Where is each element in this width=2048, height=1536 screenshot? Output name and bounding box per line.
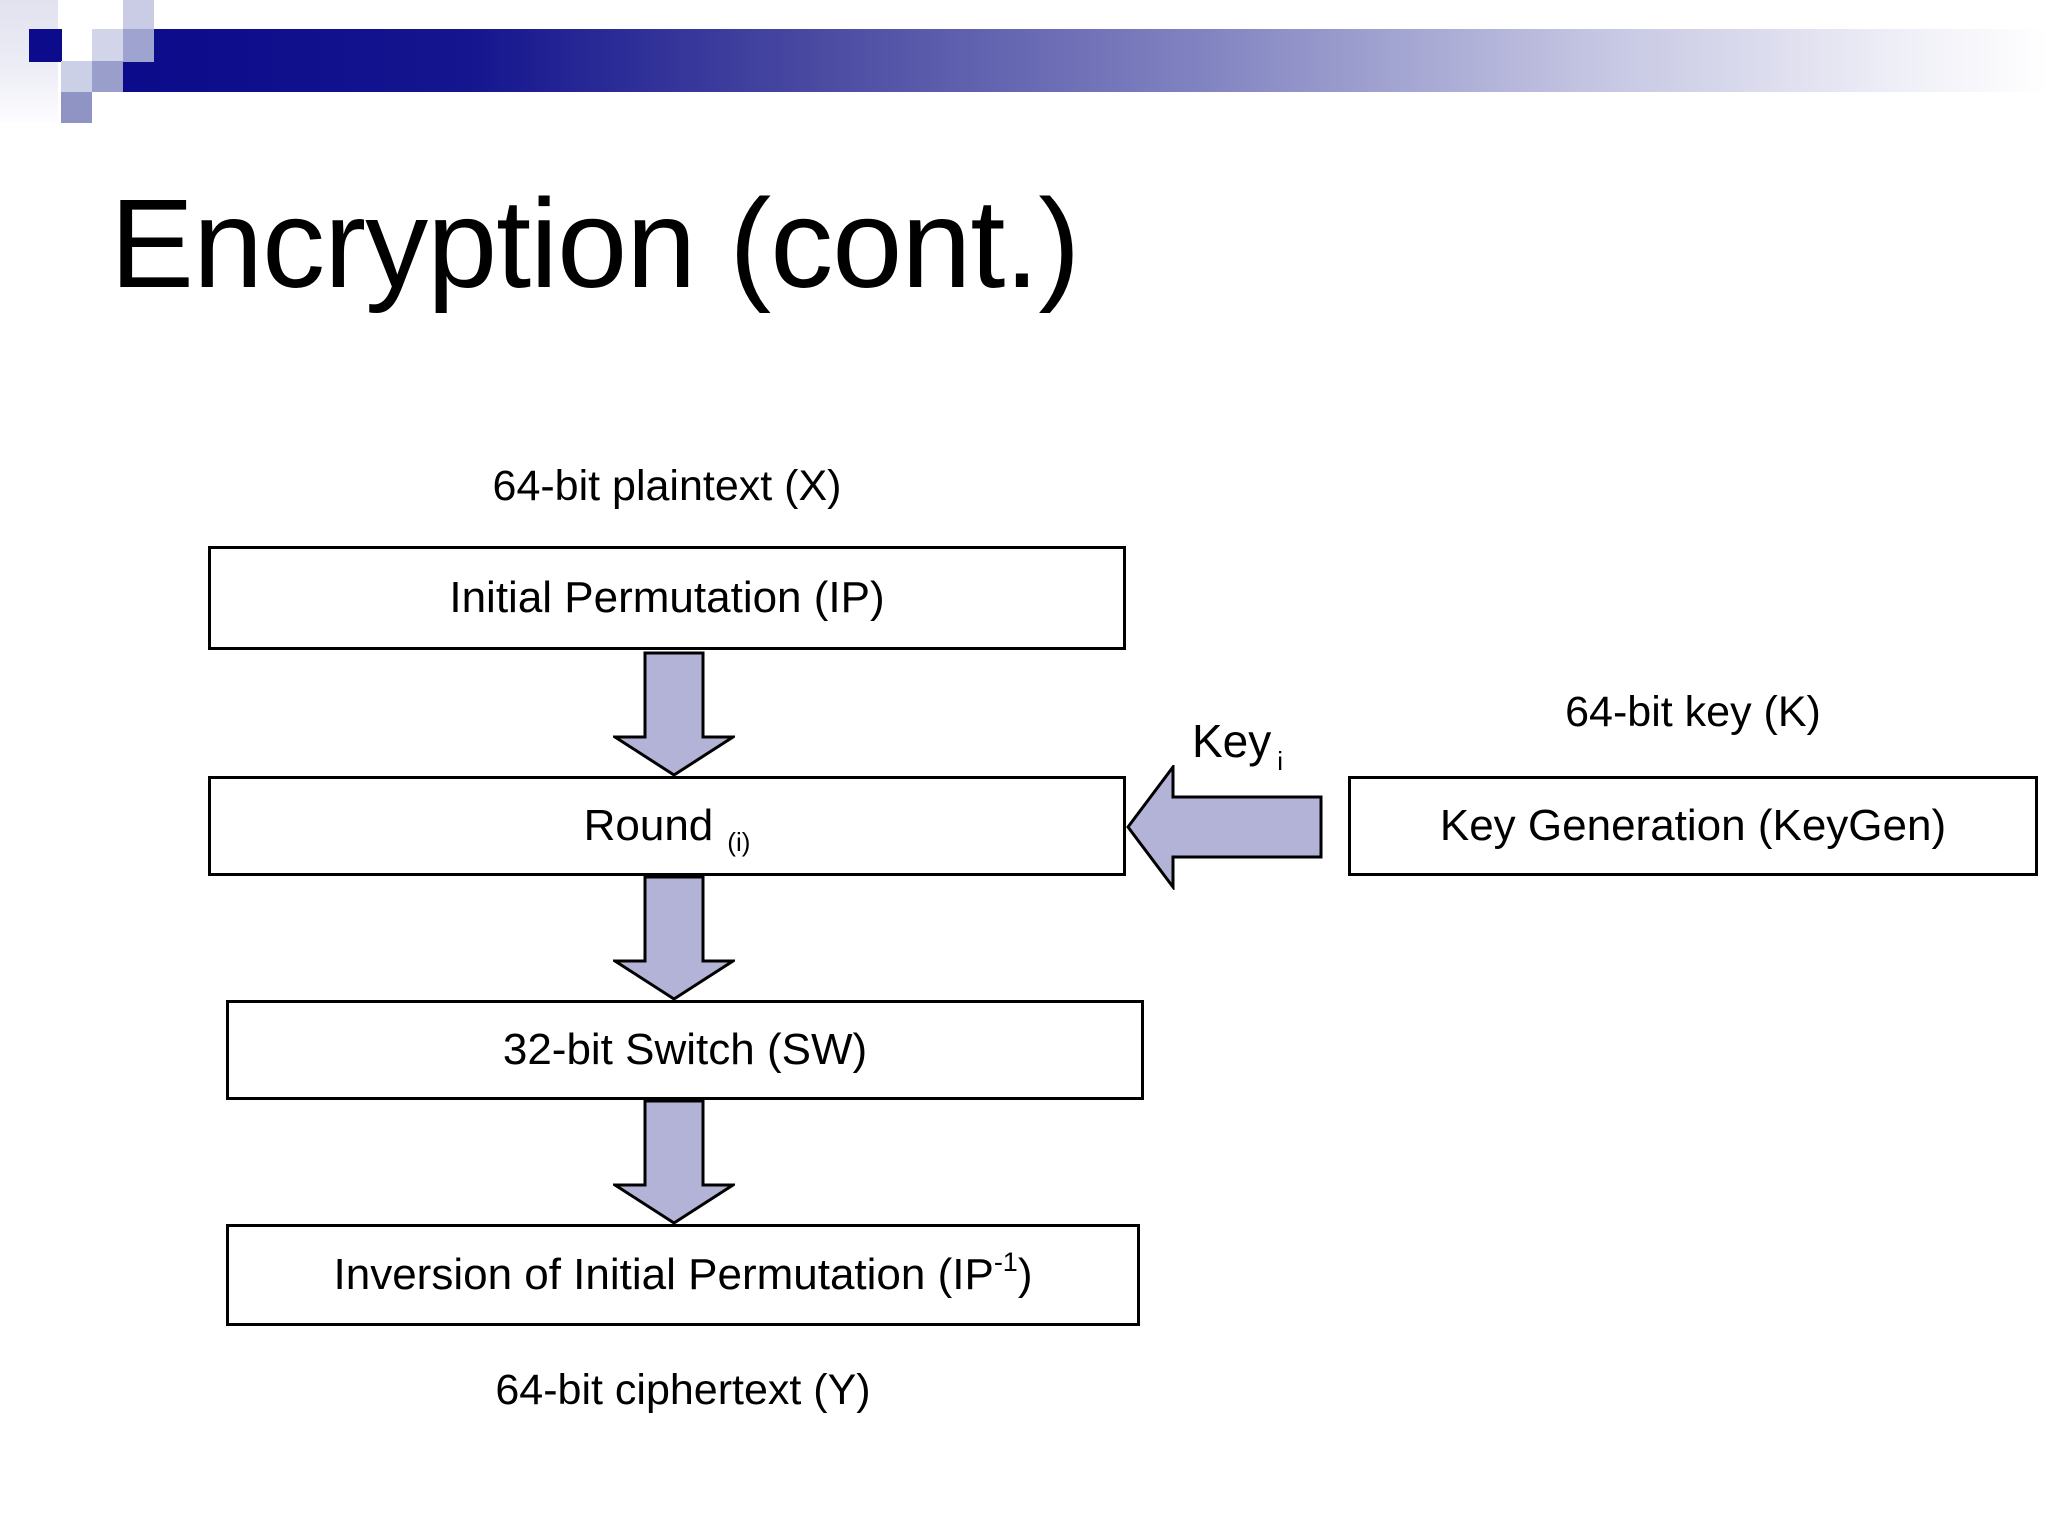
box-round-subscript: (i) xyxy=(727,826,751,857)
decor-square-medium-c xyxy=(61,92,92,123)
key-label: 64-bit key (K) xyxy=(1565,688,1821,736)
box-switch: 32-bit Switch (SW) xyxy=(226,1000,1144,1100)
left-arrow-icon-key-to-round xyxy=(1126,765,1323,890)
decor-square-light-a xyxy=(92,29,123,62)
box-round-label: Round xyxy=(583,801,714,850)
decor-square-medium-a xyxy=(123,29,154,62)
decor-square-light-top xyxy=(123,0,154,29)
box-key-generation: Key Generation (KeyGen) xyxy=(1348,776,2038,876)
banner-gradient-bar xyxy=(123,29,2048,92)
decor-square-navy xyxy=(29,29,62,62)
page-title: Encryption (cont.) xyxy=(110,173,1080,314)
box-inversion-label-post: ) xyxy=(1017,1250,1033,1299)
box-inversion-label-pre: Inversion of Initial Permutation (IP xyxy=(333,1250,994,1299)
key-i-text: Key xyxy=(1192,715,1272,767)
box-inversion: Inversion of Initial Permutation (IP -1 … xyxy=(226,1224,1140,1326)
ciphertext-label: 64-bit ciphertext (Y) xyxy=(495,1366,871,1414)
down-arrow-icon-switch-to-inversion xyxy=(613,1099,735,1225)
box-initial-permutation: Initial Permutation (IP) xyxy=(208,546,1126,650)
decor-square-medium-b xyxy=(92,61,123,92)
down-arrow-icon-plaintext-to-round xyxy=(613,651,735,777)
box-switch-label: 32-bit Switch (SW) xyxy=(502,1025,868,1074)
down-arrow-icon-round-to-switch xyxy=(613,875,735,1001)
box-inversion-superscript: -1 xyxy=(993,1246,1018,1277)
key-i-subscript: i xyxy=(1277,746,1284,776)
box-key-generation-label: Key Generation (KeyGen) xyxy=(1439,801,1947,850)
decor-square-light-b xyxy=(61,61,92,92)
plaintext-label: 64-bit plaintext (X) xyxy=(492,462,842,510)
box-initial-permutation-label: Initial Permutation (IP) xyxy=(449,573,885,622)
box-round: Round (i) xyxy=(208,776,1126,876)
